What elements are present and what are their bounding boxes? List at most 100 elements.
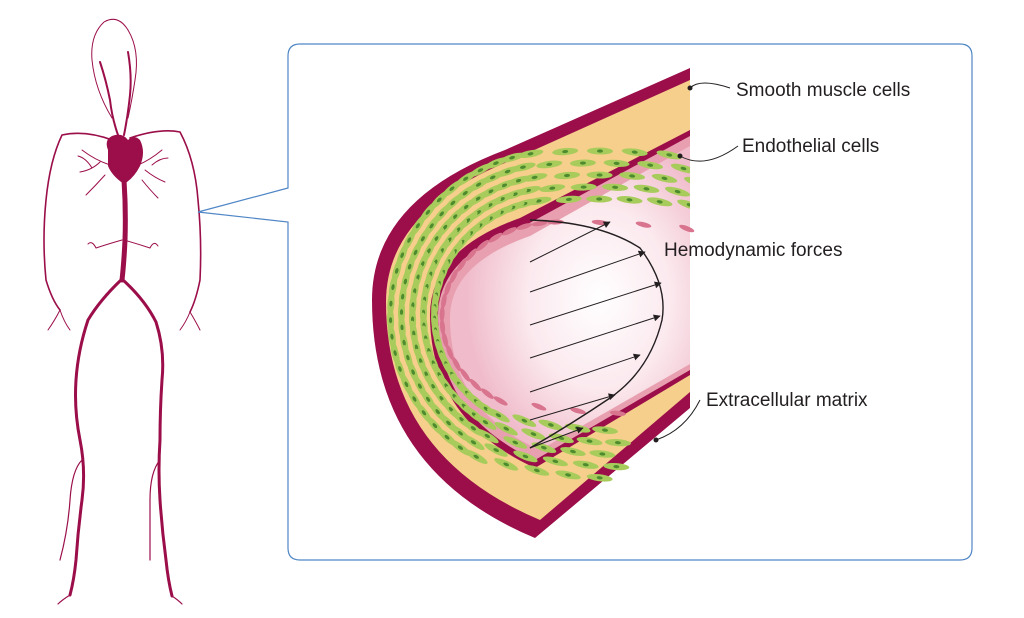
- cell-nucleus: [429, 223, 434, 229]
- cell-nucleus: [470, 440, 477, 445]
- cell-nucleus: [512, 440, 519, 445]
- cell-nucleus: [531, 175, 538, 180]
- cell-nucleus: [421, 410, 427, 416]
- endothelial-cell: [502, 227, 517, 236]
- endothelial-cell: [531, 402, 547, 411]
- cell-nucleus: [394, 268, 399, 274]
- cell-nucleus: [547, 423, 554, 427]
- cell-nucleus: [412, 330, 416, 337]
- cell-nucleus: [656, 200, 663, 204]
- cell-nucleus: [533, 468, 540, 473]
- cell-nucleus: [389, 300, 393, 307]
- cell-nucleus: [402, 339, 406, 346]
- flow-profile: [529, 219, 664, 449]
- cell-nucleus: [493, 161, 499, 166]
- endothelial-cell: [476, 239, 489, 252]
- cell-nucleus: [674, 189, 681, 194]
- cell-nucleus: [631, 150, 638, 154]
- endothelial-cell: [570, 407, 586, 415]
- head-artery-left: [91, 18, 129, 119]
- endothelial-cell: [493, 396, 508, 406]
- leg-artery-right: [121, 278, 174, 598]
- lung-branches-left: [77, 149, 111, 196]
- cell-nucleus: [450, 200, 456, 206]
- cell-nucleus: [390, 333, 394, 340]
- cell-nucleus: [661, 176, 668, 181]
- cell-nucleus: [613, 465, 620, 469]
- flow-arrow: [529, 281, 662, 326]
- cell-nucleus: [439, 211, 444, 217]
- cell-nucleus: [407, 263, 412, 270]
- endothelial-cells: [439, 219, 695, 416]
- cell-nucleus: [503, 426, 510, 431]
- endothelial-cell: [531, 220, 548, 227]
- cell-nucleus: [403, 278, 408, 285]
- endothelial-cell: [459, 368, 471, 382]
- renal-branches: [87, 239, 159, 249]
- endothelial-cell: [488, 232, 503, 243]
- cell-nucleus: [400, 252, 405, 259]
- cell-nucleus: [580, 185, 587, 189]
- heart-icon: [106, 134, 143, 184]
- cell-nucleus: [415, 223, 420, 229]
- cell-nucleus: [484, 433, 491, 439]
- cell-nucleus: [596, 149, 603, 153]
- endothelial-cell: [635, 221, 652, 228]
- cell-nucleus: [626, 198, 633, 202]
- cell-nucleus: [647, 163, 654, 167]
- cell-nucleus: [462, 190, 468, 196]
- leg-artery-left: [68, 278, 123, 597]
- cell-nucleus: [449, 186, 455, 191]
- cell-nucleus: [565, 473, 572, 477]
- cell-nucleus: [666, 153, 673, 157]
- cell-nucleus: [452, 214, 458, 220]
- cell-nucleus: [391, 284, 395, 291]
- cell-nucleus: [582, 463, 589, 467]
- cell-nucleus: [558, 436, 565, 440]
- endothelial-cell: [444, 280, 452, 297]
- carotid-left: [99, 61, 119, 136]
- cell-nucleus: [552, 459, 559, 464]
- endothelial-cell: [456, 258, 467, 272]
- endothelial-cell: [452, 356, 461, 372]
- cell-nucleus: [530, 432, 537, 436]
- cell-nucleus: [457, 431, 464, 436]
- cell-nucleus: [473, 454, 479, 459]
- cell-nucleus: [388, 317, 393, 324]
- cell-nucleus: [401, 293, 405, 300]
- endothelial-label: Endothelial cells: [742, 136, 879, 157]
- aorta: [119, 177, 128, 283]
- cell-nucleus: [432, 423, 438, 429]
- carotid-right: [123, 51, 132, 136]
- cell-nucleus: [546, 162, 553, 167]
- cell-nucleus: [413, 249, 418, 256]
- head-artery-right: [127, 29, 137, 119]
- cell-nucleus: [470, 426, 476, 431]
- ecm-leader: [655, 399, 701, 441]
- flow-arrow: [529, 353, 641, 393]
- cell-nucleus: [596, 173, 603, 177]
- cell-nucleus: [565, 197, 572, 202]
- cell-nucleus: [493, 448, 499, 453]
- cell-nucleus: [614, 441, 621, 445]
- cell-nucleus: [420, 236, 425, 242]
- ecm-label: Extracellular matrix: [706, 390, 868, 411]
- cell-nucleus: [487, 189, 494, 194]
- cell-nucleus: [599, 452, 606, 456]
- endothelial-cell: [446, 344, 454, 360]
- cell-nucleus: [686, 203, 690, 207]
- endothelial-cell: [465, 248, 477, 261]
- cell-nucleus: [475, 182, 482, 187]
- cell-nucleus: [586, 439, 593, 443]
- cell-nucleus: [457, 445, 463, 450]
- hemodynamic-label: Hemodynamic forces: [664, 240, 842, 261]
- cell-nucleus: [398, 366, 402, 372]
- cell-nucleus: [393, 350, 397, 356]
- lung-branches-right: [137, 149, 169, 199]
- cell-nucleus: [417, 383, 422, 389]
- arm-artery-right: [129, 130, 202, 313]
- cell-nucleus: [482, 420, 489, 425]
- cell-nucleus: [515, 178, 522, 183]
- smooth-muscle-label: Smooth muscle cells: [736, 80, 910, 101]
